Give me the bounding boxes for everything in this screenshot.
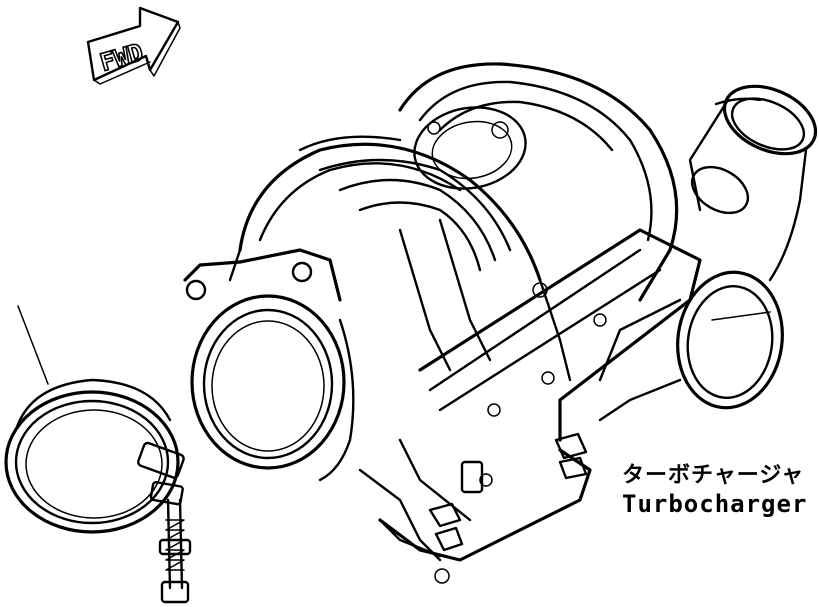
fwd-label: FWD bbox=[97, 38, 146, 77]
compressor-outlet-pipe bbox=[688, 84, 818, 282]
part-label: ターボチャージャ Turbocharger bbox=[622, 463, 807, 518]
part-label-english: Turbocharger bbox=[622, 490, 807, 518]
base-flange bbox=[378, 432, 592, 584]
fwd-arrow: FWD bbox=[86, 6, 181, 85]
mounting-bracket bbox=[358, 228, 702, 562]
turbine-housing bbox=[228, 135, 572, 382]
clamp-leader-line bbox=[17, 305, 49, 385]
v-band-clamp bbox=[4, 378, 192, 604]
part-label-japanese: ターボチャージャ bbox=[622, 463, 804, 488]
turbine-inlet-flange bbox=[183, 248, 355, 482]
turbine-outlet-flange bbox=[598, 270, 784, 422]
compressor-housing bbox=[398, 62, 679, 302]
